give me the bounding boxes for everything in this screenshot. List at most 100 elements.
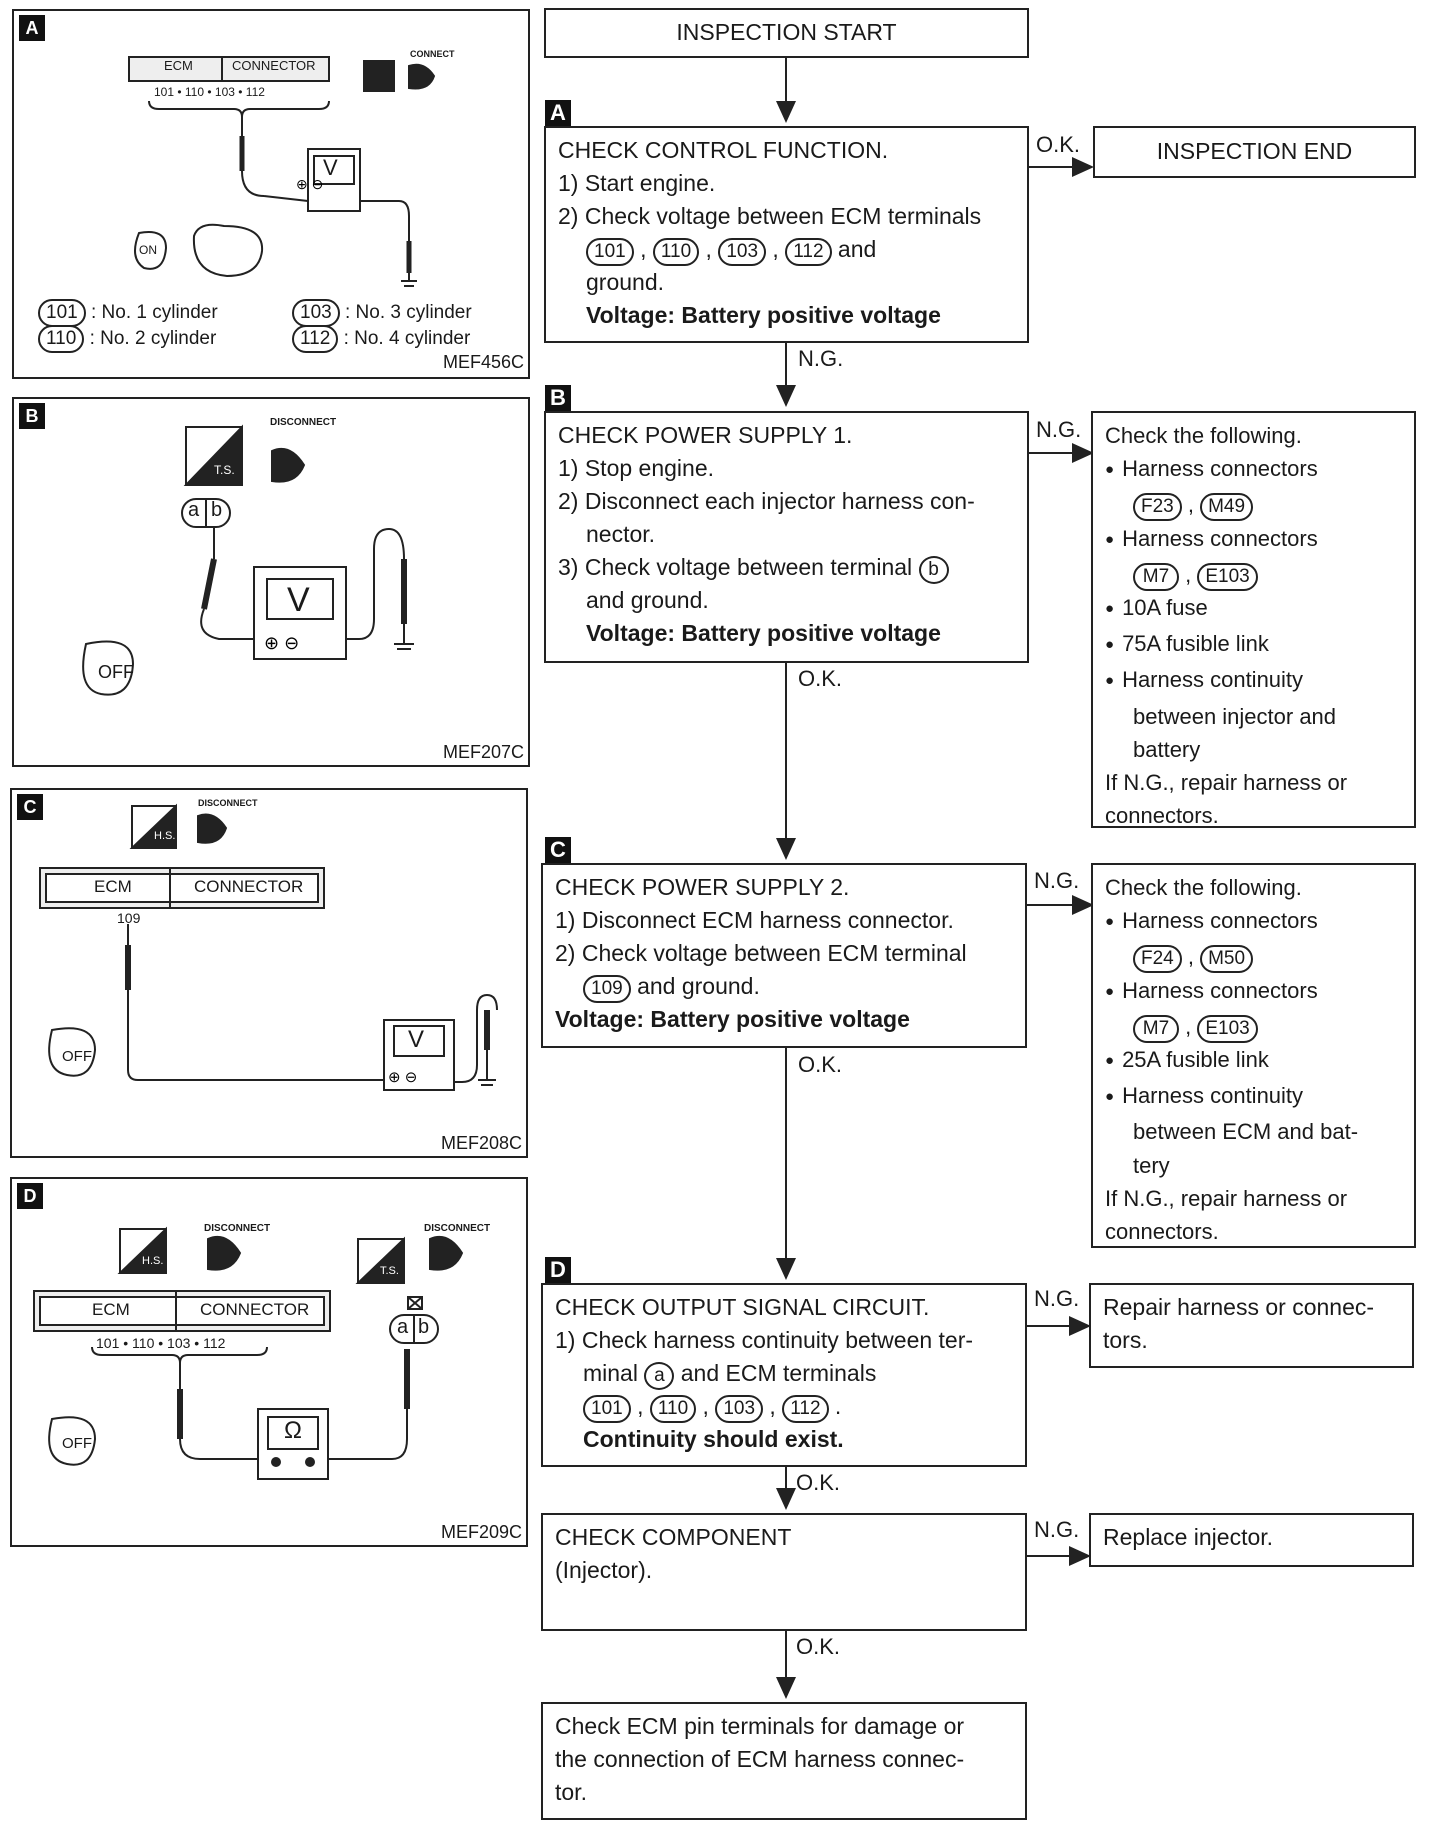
step-a-ng-label: N.G. [798,346,844,371]
terminal-chip: 103 [715,1395,764,1423]
svg-text:⊕ ⊖: ⊕ ⊖ [264,633,299,653]
check-component-sub: (Injector). [555,1557,653,1583]
step-a-terminals: 101 , 110 , 103 , 112 and [558,233,1015,266]
step-b-ng-item4: 75A fusible link [1105,627,1402,663]
step-b-line1: 1) Stop engine. [558,455,715,481]
legend-text: : No. 3 cylinder [344,302,472,323]
comp-ok-label: O.K. [796,1634,841,1659]
step-b-ng-item5b: between injector and [1133,703,1337,729]
figure-b-disconnect: DISCONNECT [270,417,337,428]
figure-d-code: MEF209C [441,1522,523,1542]
figure-d-meter: Ω [284,1417,302,1444]
figure-a-panel: A ⊕ ⊖ ECM CONNECTOR 101 • 110 • 103 • 11… [12,9,530,379]
figure-b-panel: B ⊕ ⊖ T.S. DISCONNECT a b V OFF MEF207C [12,397,530,767]
step-c-ng-conn1: F24 , M50 [1105,940,1402,974]
step-d-ok-label: O.K. [796,1470,841,1495]
step-d-ng-box: Repair harness or connec- tors. [1089,1283,1414,1368]
figure-d-key: OFF [62,1435,92,1452]
step-b-ng-label: N.G. [1036,417,1082,442]
legend-text: : No. 2 cylinder [89,328,217,349]
final-line1: Check ECM pin terminals for damage or [555,1713,965,1739]
comp-ng-line1: Replace injector. [1103,1524,1274,1550]
figure-a-legend4: 112 : No. 4 cylinder [292,325,470,353]
figure-a-key: ON [139,243,157,257]
figure-a-connector: CONNECTOR [232,58,316,73]
step-b-ng-box: Check the following. Harness connectors … [1091,411,1416,828]
legend-text: : No. 4 cylinder [343,328,471,349]
figure-a-legend1: 101 : No. 1 cylinder [38,299,218,327]
figure-a-code: MEF456C [443,352,525,372]
connector-chip: M7 [1133,562,1179,591]
figure-d-term-b: b [418,1316,430,1338]
step-c-ng-box: Check the following. Harness connectors … [1091,863,1416,1248]
comp-ng-box: Replace injector. [1089,1513,1414,1567]
figure-b-term-b: b [211,499,223,521]
step-c-ng-conn2: M7 , E103 [1105,1010,1402,1043]
step-b-ng-head: Check the following. [1105,423,1302,448]
step-c-ng-head: Check the following. [1105,875,1302,900]
step-a-title: CHECK CONTROL FUNCTION. [558,137,889,163]
figure-a-drawing: ⊕ ⊖ [128,56,436,287]
step-c-line2: 2) Check voltage between ECM terminal [555,940,967,966]
final-line3: tor. [555,1779,587,1805]
step-a-line2: 2) Check voltage between ECM terminals [558,203,982,229]
step-c-ok-label: O.K. [798,1052,843,1077]
connector-chip: E103 [1197,1014,1258,1043]
connector-chip: F23 [1133,493,1182,522]
step-d-line2-a: minal [583,1360,638,1386]
terminal-chip: 101 [583,1395,631,1423]
step-d-title: CHECK OUTPUT SIGNAL CIRCUIT. [555,1294,930,1320]
step-b-title: CHECK POWER SUPPLY 1. [558,422,853,448]
terminal-chip: 112 [785,238,832,266]
legend-chip: 110 [38,325,85,353]
figure-a-meter: V [323,155,338,180]
figure-c-connector: CONNECTOR [194,877,304,896]
legend-chip: 112 [292,325,339,353]
figure-a-ecm: ECM [164,58,193,73]
step-b-line4: 3) Check voltage between terminal b [558,551,1015,584]
step-c-ng-item1: Harness connectors [1105,904,1402,940]
step-d-line2: minal a and ECM terminals [555,1357,1013,1390]
step-c-ng-item2: Harness connectors [1105,974,1402,1010]
terminal-chip: 112 [782,1395,829,1423]
step-d-line1: 1) Check harness continuity between ter- [555,1327,974,1353]
step-c-ng-item4b: between ECM and bat- [1133,1119,1359,1145]
step-d-spec: Continuity should exist. [583,1426,844,1452]
figure-c-pin: 109 [117,910,141,926]
figure-a-legend2: 110 : No. 2 cylinder [38,325,216,353]
step-b-line4-text: 3) Check voltage between terminal [558,554,913,580]
figure-c-drawing: ⊕ ⊖ [39,803,498,1091]
step-c-tag: C [545,837,571,863]
figure-c-ecm: ECM [94,877,132,896]
inspection-end-box: INSPECTION END [1093,126,1416,178]
step-b-ng-item1: Harness connectors [1105,452,1402,488]
figure-a-tag: A [19,15,45,41]
step-c-title: CHECK POWER SUPPLY 2. [555,874,850,900]
connector-chip: E103 [1197,562,1258,591]
legend-chip: 103 [292,299,340,327]
figure-b-meter: V [287,581,310,619]
inspection-start-label: INSPECTION START [676,19,897,45]
figure-d-disconnect2: DISCONNECT [424,1223,491,1234]
step-d-terminals: 101 , 110 , 103 , 112 . [555,1390,1013,1423]
inspection-end-label: INSPECTION END [1156,138,1353,164]
step-a-box: CHECK CONTROL FUNCTION. 1) Start engine.… [544,126,1029,343]
step-c-ng-item4c: tery [1133,1152,1170,1178]
step-d-ng-label: N.G. [1034,1286,1080,1311]
svg-text:⊕ ⊖: ⊕ ⊖ [296,176,323,192]
step-a-line4: ground. [586,269,665,295]
figure-b-term-a: a [188,499,200,521]
step-a-and: and [837,236,877,262]
step-b-ng-item2: Harness connectors [1105,522,1402,558]
figure-d-disconnect1: DISCONNECT [204,1223,271,1234]
figure-b-ts: T.S. [214,463,235,477]
final-line2: the connection of ECM harness connec- [555,1746,965,1772]
step-c-spec: Voltage: Battery positive voltage [555,1006,910,1032]
figure-b-code: MEF207C [443,742,525,762]
step-b-line2: 2) Disconnect each injector harness con- [558,488,975,514]
figure-a-pins: 101 • 110 • 103 • 112 [154,85,265,99]
figure-c-code: MEF208C [441,1133,523,1153]
final-check-box: Check ECM pin terminals for damage or th… [541,1702,1027,1820]
figure-a-legend3: 103 : No. 3 cylinder [292,299,472,327]
